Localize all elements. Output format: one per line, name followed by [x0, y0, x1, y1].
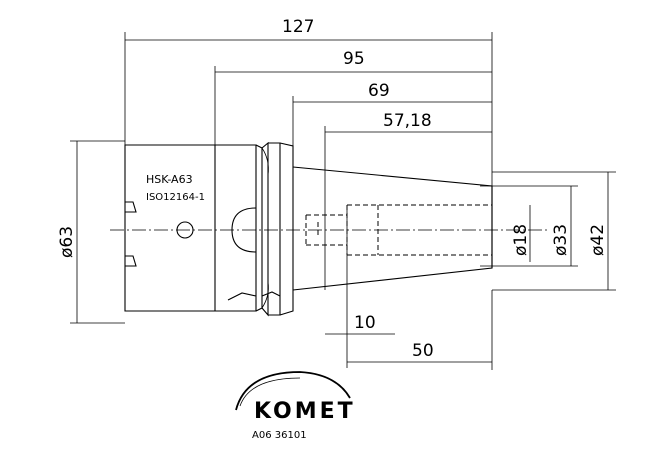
dimension-10: 10	[325, 205, 395, 368]
dim-95-label: 95	[343, 49, 365, 69]
dim-dia-18-label: ø18	[511, 224, 531, 256]
dim-69-label: 69	[368, 81, 390, 101]
dimension-dia-33: ø33	[480, 185, 578, 267]
dimension-50: 50	[347, 290, 493, 370]
shank-type-label: HSK-A63	[146, 173, 193, 186]
komet-logo: KOMET A06 36101	[235, 371, 356, 441]
dimension-dia-63: ø63	[57, 140, 125, 324]
dimension-95: 95	[214, 49, 492, 146]
dim-127-label: 127	[282, 17, 314, 37]
dim-10-label: 10	[354, 313, 376, 333]
dim-57-label: 57,18	[383, 111, 432, 131]
standard-label: ISO12164-1	[146, 192, 205, 203]
part-number: A06 36101	[252, 430, 307, 441]
dimension-dia-18: ø18	[511, 205, 531, 262]
flange	[215, 141, 294, 317]
dim-dia-33-label: ø33	[551, 224, 571, 256]
brand-name: KOMET	[254, 399, 356, 424]
dimension-dia-42: ø42	[492, 171, 616, 291]
dimension-57: 57,18	[324, 111, 492, 290]
hsk-shank: HSK-A63 ISO12164-1	[124, 144, 216, 312]
dim-50-label: 50	[412, 341, 434, 361]
dimension-127: 127	[124, 17, 493, 228]
dim-dia-42-label: ø42	[588, 224, 608, 256]
dim-dia-63-label: ø63	[57, 226, 77, 258]
dimension-69: 69	[292, 81, 492, 146]
tapered-nose	[292, 166, 493, 291]
